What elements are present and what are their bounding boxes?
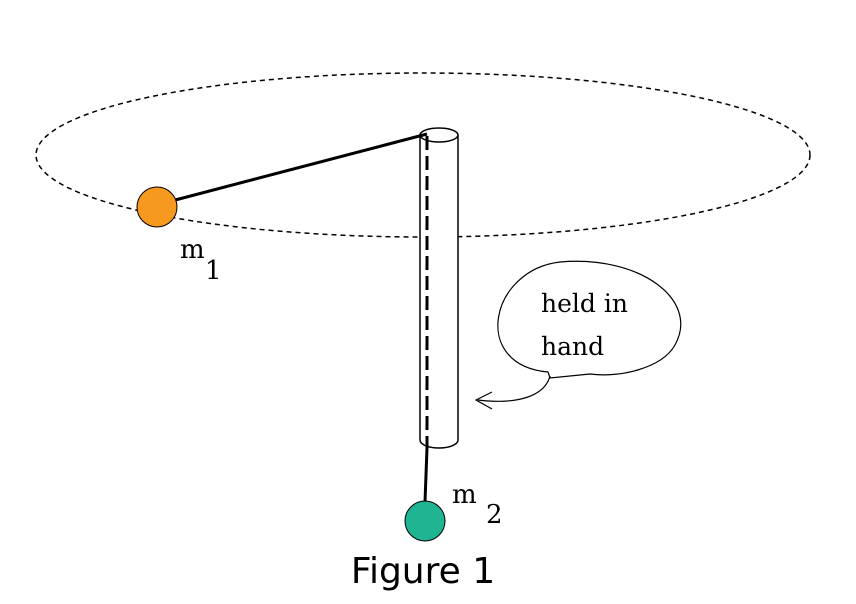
- string-to-m2: [423, 447, 429, 503]
- mass-m2-label: m: [452, 480, 477, 510]
- tube-body: [419, 135, 459, 449]
- callout-arrowhead-icon: [474, 391, 493, 410]
- callout-bubble: [497, 260, 682, 379]
- callout-tail: [477, 375, 551, 402]
- mass-m1-label: m: [180, 235, 205, 265]
- mass-m2: [404, 500, 446, 542]
- callout-text-line1: held in: [541, 289, 628, 318]
- mass-m1: [136, 186, 178, 228]
- mass-m1-subscript: 1: [205, 256, 222, 286]
- mass-m2-subscript: 2: [486, 500, 503, 530]
- held-in-hand-callout: held in hand: [474, 260, 682, 410]
- string-to-m1: [159, 132, 428, 206]
- callout-text-line2: hand: [541, 332, 604, 361]
- tube: [419, 127, 459, 449]
- figure-caption: Figure 1: [351, 551, 495, 592]
